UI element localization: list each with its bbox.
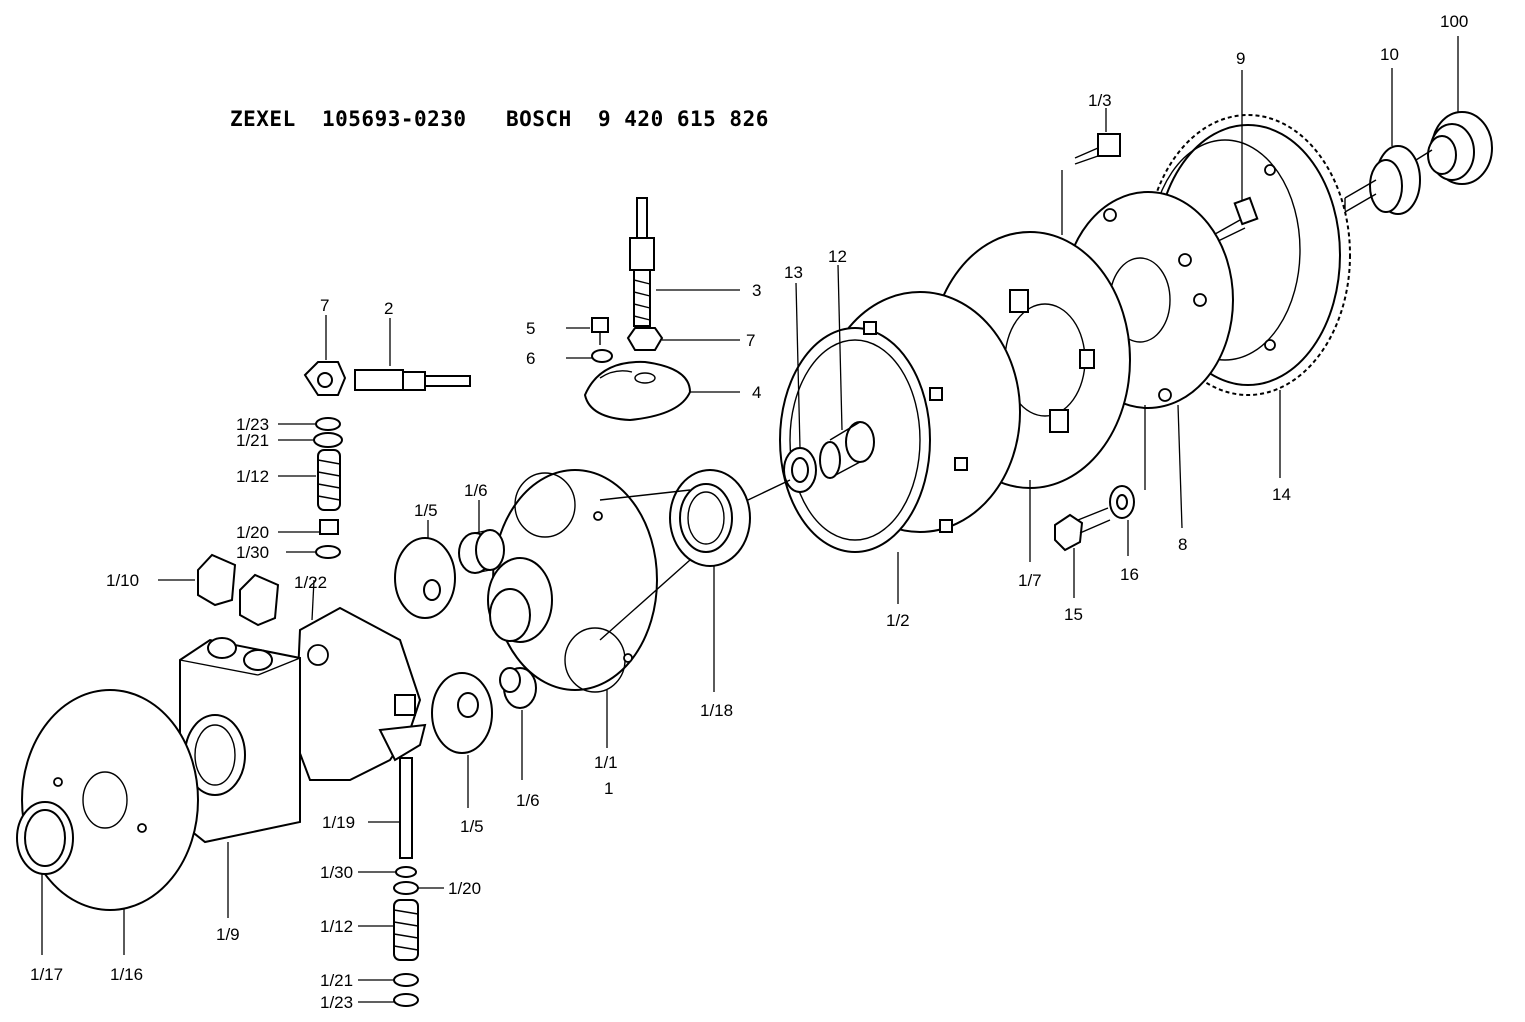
part-10-bushing [1344,145,1421,215]
callout-9: 9 [1236,49,1245,68]
callout-100: 100 [1440,12,1468,31]
callout-1-23-upper: 1/23 [236,415,269,434]
callout-1-21-lower: 1/21 [320,971,353,990]
callout-3: 3 [752,281,761,300]
part-1-16-cover [21,689,199,911]
part-16-washer [1109,485,1135,519]
callout-15: 15 [1064,605,1083,624]
callout-14: 14 [1272,485,1291,504]
part-7-nut-centre [626,327,664,351]
callout-1-18: 1/18 [700,701,733,720]
spring-stack-lower [393,757,419,1007]
callout-1-5-upper: 1/5 [414,501,438,520]
callout-1-5-lower: 1/5 [460,817,484,836]
part-4-plate [583,360,692,422]
spring-stack-upper [313,417,343,559]
part-1-9-body [179,637,301,844]
callout-1-7: 1/7 [1018,571,1042,590]
callout-1-12-upper: 1/12 [236,467,269,486]
callout-1-19: 1/19 [322,813,355,832]
part-1-5-roller-lower [431,672,493,754]
callout-1-6-upper: 1/6 [464,481,488,500]
callout-2: 2 [384,299,393,318]
part-1-22-lever [293,606,427,781]
callout-12: 12 [828,247,847,266]
part-13-snap-ring [783,447,817,493]
callout-13: 13 [784,263,803,282]
callout-1: 1 [604,779,613,798]
part-1-6-roller-upper [458,529,505,574]
callout-1-16: 1/16 [110,965,143,984]
callout-1-21-upper: 1/21 [236,431,269,450]
part-3-adjust-screw [629,197,655,327]
callout-1-30-lower: 1/30 [320,863,353,882]
callout-1-2: 1/2 [886,611,910,630]
part-1-18-bearing [669,469,751,567]
callout-1-3: 1/3 [1088,91,1112,110]
part-5-screw [591,317,609,345]
part-1-3-screw [1074,133,1121,165]
callout-1-6-lower: 1/6 [516,791,540,810]
callout-1-30-upper: 1/30 [236,543,269,562]
callout-1-22: 1/22 [294,573,327,592]
callout-1-1: 1/1 [594,753,618,772]
part-1-1-hub [487,469,691,693]
part-6-washer [591,349,613,363]
callout-4: 4 [752,383,761,402]
callout-1-20-lower: 1/20 [448,879,481,898]
part-2-adjust-screw [354,369,471,391]
callout-16: 16 [1120,565,1139,584]
callout-1-17: 1/17 [30,965,63,984]
callout-1-10: 1/10 [106,571,139,590]
callout-7-left: 7 [320,296,329,315]
callout-6: 6 [526,349,535,368]
part-100-nut [1399,111,1493,185]
part-1-5-roller-upper [394,537,456,619]
callout-1-23-lower: 1/23 [320,993,353,1012]
callout-7-centre: 7 [746,331,755,350]
callout-1-12-lower: 1/12 [320,917,353,936]
part-1-2-housing-ring [779,291,1021,553]
callout-1-9: 1/9 [216,925,240,944]
part-7-nut-left [303,361,347,396]
diagram-title: ZEXEL 105693-0230 BOSCH 9 420 615 826 [230,107,769,131]
callout-10: 10 [1380,45,1399,64]
callout-1-20-upper: 1/20 [236,523,269,542]
part-1-6-roller-lower [499,667,537,709]
part-1-10-caps [197,553,280,627]
part-15-bolt [1054,507,1111,552]
callout-8: 8 [1178,535,1187,554]
callout-5: 5 [526,319,535,338]
part-1-17-circlip [16,801,74,875]
part-12-pin [819,421,875,479]
